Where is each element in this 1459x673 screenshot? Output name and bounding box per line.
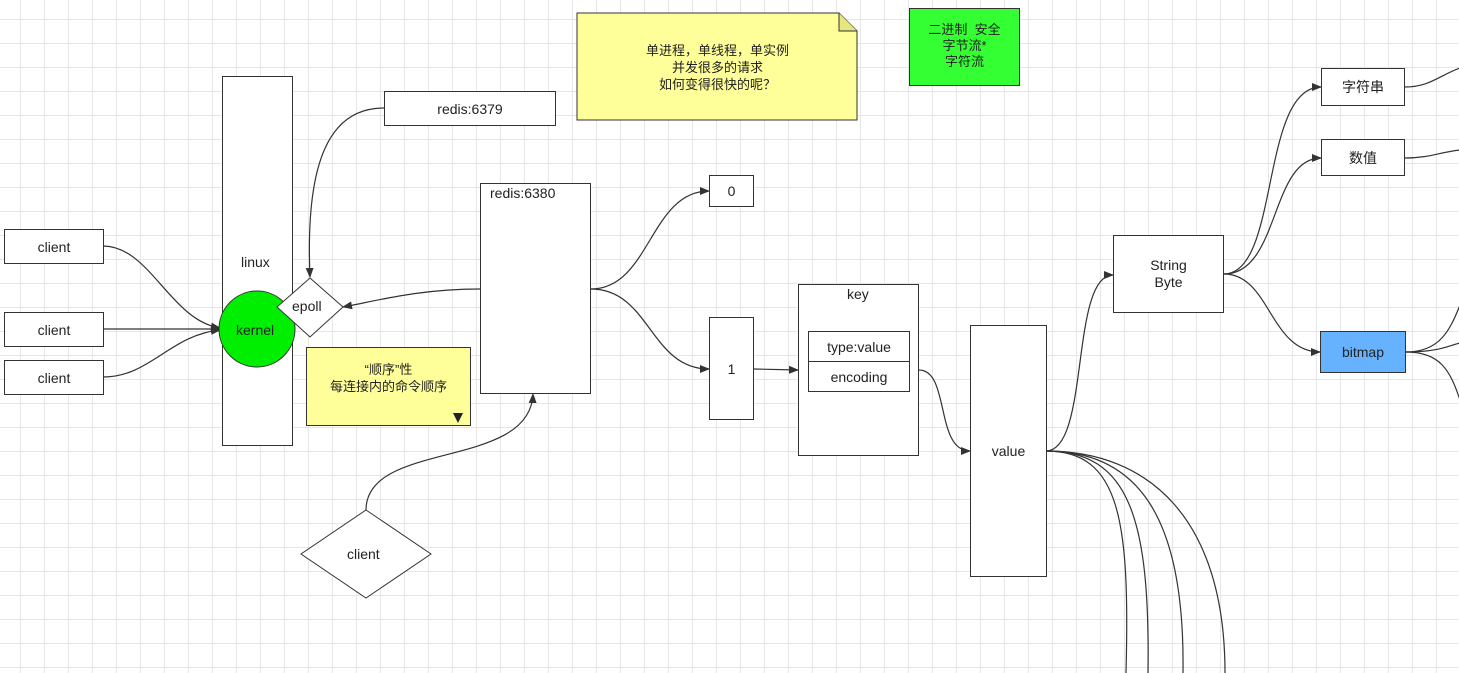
edge-shuzhi-out <box>1404 149 1459 159</box>
edge-redis6380-db0 <box>590 187 710 290</box>
client-node-3[interactable]: client <box>4 360 104 395</box>
string-byte-node[interactable]: String Byte <box>1113 235 1224 313</box>
single-thread-note-line-2: 并发很多的请求 <box>671 60 763 75</box>
shuzhi-node[interactable]: 数值 <box>1321 139 1405 176</box>
edge-redis6379-epoll <box>305 107 385 278</box>
edge-bitmap-out2 <box>1405 342 1459 353</box>
edge-value-string <box>1045 271 1114 452</box>
key-label: key <box>847 286 869 302</box>
edge-bitmap-out1 <box>1405 305 1459 353</box>
client-node-1[interactable]: client <box>4 229 104 264</box>
binary-safe-line-2: 字节流* <box>942 38 987 53</box>
edge-string-shuzhi <box>1223 154 1322 275</box>
edge-client3-kernel <box>102 326 221 378</box>
edge-string-zifuchuan <box>1223 83 1322 275</box>
zifuchuan-node[interactable]: 字符串 <box>1321 68 1405 106</box>
order-note[interactable]: “顺序”性 每连接内的命令顺序 <box>306 347 471 426</box>
value-node[interactable]: value <box>970 325 1047 577</box>
zifuchuan-label: 字符串 <box>1342 79 1384 95</box>
edge-encoding-value <box>918 369 971 455</box>
single-thread-note-line-1: 单进程，单线程，单实例 <box>645 43 789 58</box>
edge-value-out2 <box>1045 450 1149 673</box>
db-0-label: 0 <box>727 183 736 199</box>
bitmap-label: bitmap <box>1341 344 1385 360</box>
linux-node[interactable]: linux <box>222 76 293 446</box>
client-diamond-shape[interactable] <box>299 508 433 600</box>
binary-safe-note[interactable]: 二进制 安全 字节流* 字符流 <box>909 8 1020 86</box>
edge-client-redis6380 <box>365 393 537 511</box>
edge-redis6380-epoll <box>342 288 481 310</box>
redis-6379-node[interactable]: redis:6379 <box>384 91 556 126</box>
edge-client1-kernel <box>102 245 221 331</box>
bitmap-node[interactable]: bitmap <box>1320 331 1406 373</box>
binary-safe-line-3: 字符流 <box>944 54 984 69</box>
single-thread-note-text: 单进程，单线程，单实例 并发很多的请求 如何变得很快的呢？ <box>576 42 859 93</box>
edge-zifuchuan-out <box>1404 67 1459 88</box>
kernel-label: kernel <box>236 322 275 338</box>
value-label: value <box>991 443 1026 459</box>
client-node-2[interactable]: client <box>4 312 104 347</box>
edge-value-out1 <box>1045 450 1128 673</box>
string-label: String <box>1150 257 1187 273</box>
binary-safe-line-1: 二进制 安全 <box>928 22 1001 37</box>
edge-string-bitmap <box>1223 273 1321 356</box>
redis-6380-label: redis:6380 <box>490 185 556 201</box>
kernel-shape <box>218 290 296 368</box>
edge-db1-key <box>753 365 799 374</box>
single-thread-note-shape[interactable] <box>576 12 859 122</box>
db-1-label: 1 <box>727 360 736 377</box>
client-node-2-label: client <box>37 321 71 338</box>
db-0-node[interactable]: 0 <box>709 175 754 207</box>
type-value-label: type:value <box>827 338 891 355</box>
linux-label: linux <box>241 254 270 270</box>
redis-6379-label: redis:6379 <box>437 100 503 117</box>
type-value-field[interactable]: type:value <box>808 331 910 362</box>
client-node-1-label: client <box>37 238 71 255</box>
client-diamond-label: client <box>347 546 380 562</box>
edge-value-out4 <box>1045 450 1226 673</box>
db-1-node[interactable]: 1 <box>709 317 754 420</box>
encoding-label: encoding <box>830 368 888 385</box>
key-node[interactable]: key type:value encoding <box>798 284 919 456</box>
shuzhi-label: 数值 <box>1349 149 1377 166</box>
epoll-shape[interactable] <box>275 277 345 339</box>
edge-value-out3 <box>1045 450 1184 673</box>
byte-label: Byte <box>1154 274 1183 290</box>
epoll-label: epoll <box>292 298 322 314</box>
single-thread-note-line-3: 如何变得很快的呢？ <box>658 77 776 92</box>
redis-6380-node[interactable]: redis:6380 <box>480 183 591 394</box>
edge-bitmap-out3 <box>1405 351 1459 399</box>
client-node-3-label: client <box>37 369 71 386</box>
note-corner-icon <box>453 413 463 423</box>
encoding-field[interactable]: encoding <box>808 361 910 392</box>
order-note-line-2: 每连接内的命令顺序 <box>329 379 447 394</box>
order-note-line-1: “顺序”性 <box>364 362 413 377</box>
edge-redis6380-db1 <box>590 288 710 373</box>
